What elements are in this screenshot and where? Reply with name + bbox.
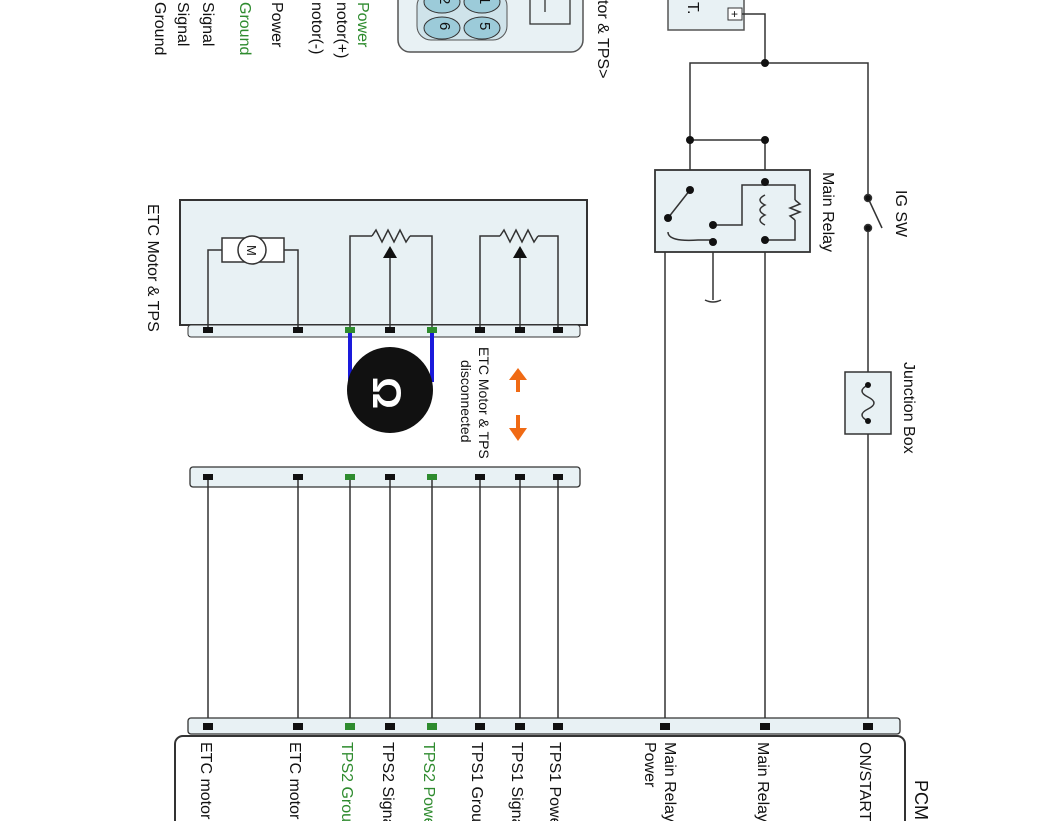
connector-face: 2 1 6 5: [397, 0, 584, 53]
pin-6: 6: [436, 22, 453, 30]
pcm-pin-tps1-power: TPS1 Powe: [546, 742, 563, 821]
junction-dots: [686, 59, 769, 144]
ig-sw-label: IG SW: [892, 190, 909, 238]
etc-motor-tps-label: ETC Motor & TPS: [144, 204, 161, 332]
list-motor-plus: notor(+): [333, 2, 350, 58]
pcm-pin-tps1-ground: TPS1 Grou: [468, 742, 485, 821]
junction-box-label: Junction Box: [900, 362, 917, 454]
list-power: Power: [268, 2, 285, 48]
list-ground: Ground: [151, 2, 168, 55]
etc-connector-pins: [203, 327, 563, 333]
disconnected-line1: ETC Motor & TPS: [476, 347, 492, 459]
ohmmeter-probe: Ω: [347, 333, 434, 433]
pcm-module: ETC motor ETC motor TPS2 Grou TPS2 Signa…: [174, 717, 931, 821]
battery-plus: +: [731, 7, 738, 21]
pcm-pin-main-relay-power-1: Main Relay: [661, 742, 678, 821]
disconnected-line2: disconnected: [458, 360, 474, 443]
pcm-pin-on-start: ON/START: [856, 742, 873, 821]
pcm-pin-main-relay-power-2: Power: [641, 742, 658, 788]
list-motor-minus: notor(-): [308, 2, 325, 54]
list-ground-green: Ground: [236, 2, 253, 55]
pcm-pin-tps2-ground: TPS2 Grou: [338, 742, 355, 821]
harness-wires: [207, 480, 559, 726]
ig-switch: [863, 193, 883, 233]
pcm-pin-etc-motor-2: ETC motor: [286, 742, 303, 820]
pcm-pin-tps2-power: TPS2 Powe: [420, 742, 437, 821]
harness-connector: [189, 466, 581, 488]
motor-symbol: M: [244, 245, 259, 256]
battery: T. +: [667, 0, 745, 31]
pin-1: 1: [476, 0, 493, 4]
pcm-label: PCM: [911, 780, 931, 820]
pcm-pin-tps2-signal: TPS2 Signa: [379, 742, 396, 821]
connector-pins: 2 1 6 5: [423, 0, 501, 40]
etc-motor-tps-component: M: [179, 199, 588, 338]
ohm-symbol: Ω: [364, 377, 408, 409]
power-wiring: [664, 13, 869, 726]
top-left-signal-list: Ground Signal Signal Power Ground notor(…: [151, 2, 371, 58]
list-power-green: Power: [354, 2, 371, 48]
pcm-pins: [203, 723, 873, 730]
tps-reference-label: tor & TPS>: [594, 0, 611, 78]
junction-box: [844, 371, 892, 435]
list-signal-2: Signal: [199, 2, 216, 46]
disconnected-indicator: ETC Motor & TPS disconnected: [458, 347, 527, 459]
main-relay-label: Main Relay: [819, 172, 836, 252]
pcm-pin-tps1-signal: TPS1 Signa: [508, 742, 525, 821]
pcm-pin-etc-motor-1: ETC motor: [197, 742, 214, 820]
pcm-pin-main-relay: Main Relay: [754, 742, 771, 821]
pin-2: 2: [436, 0, 453, 4]
battery-label: T.: [684, 2, 701, 14]
list-signal-1: Signal: [174, 2, 191, 46]
main-relay: [654, 169, 811, 253]
pin-5: 5: [476, 22, 493, 30]
